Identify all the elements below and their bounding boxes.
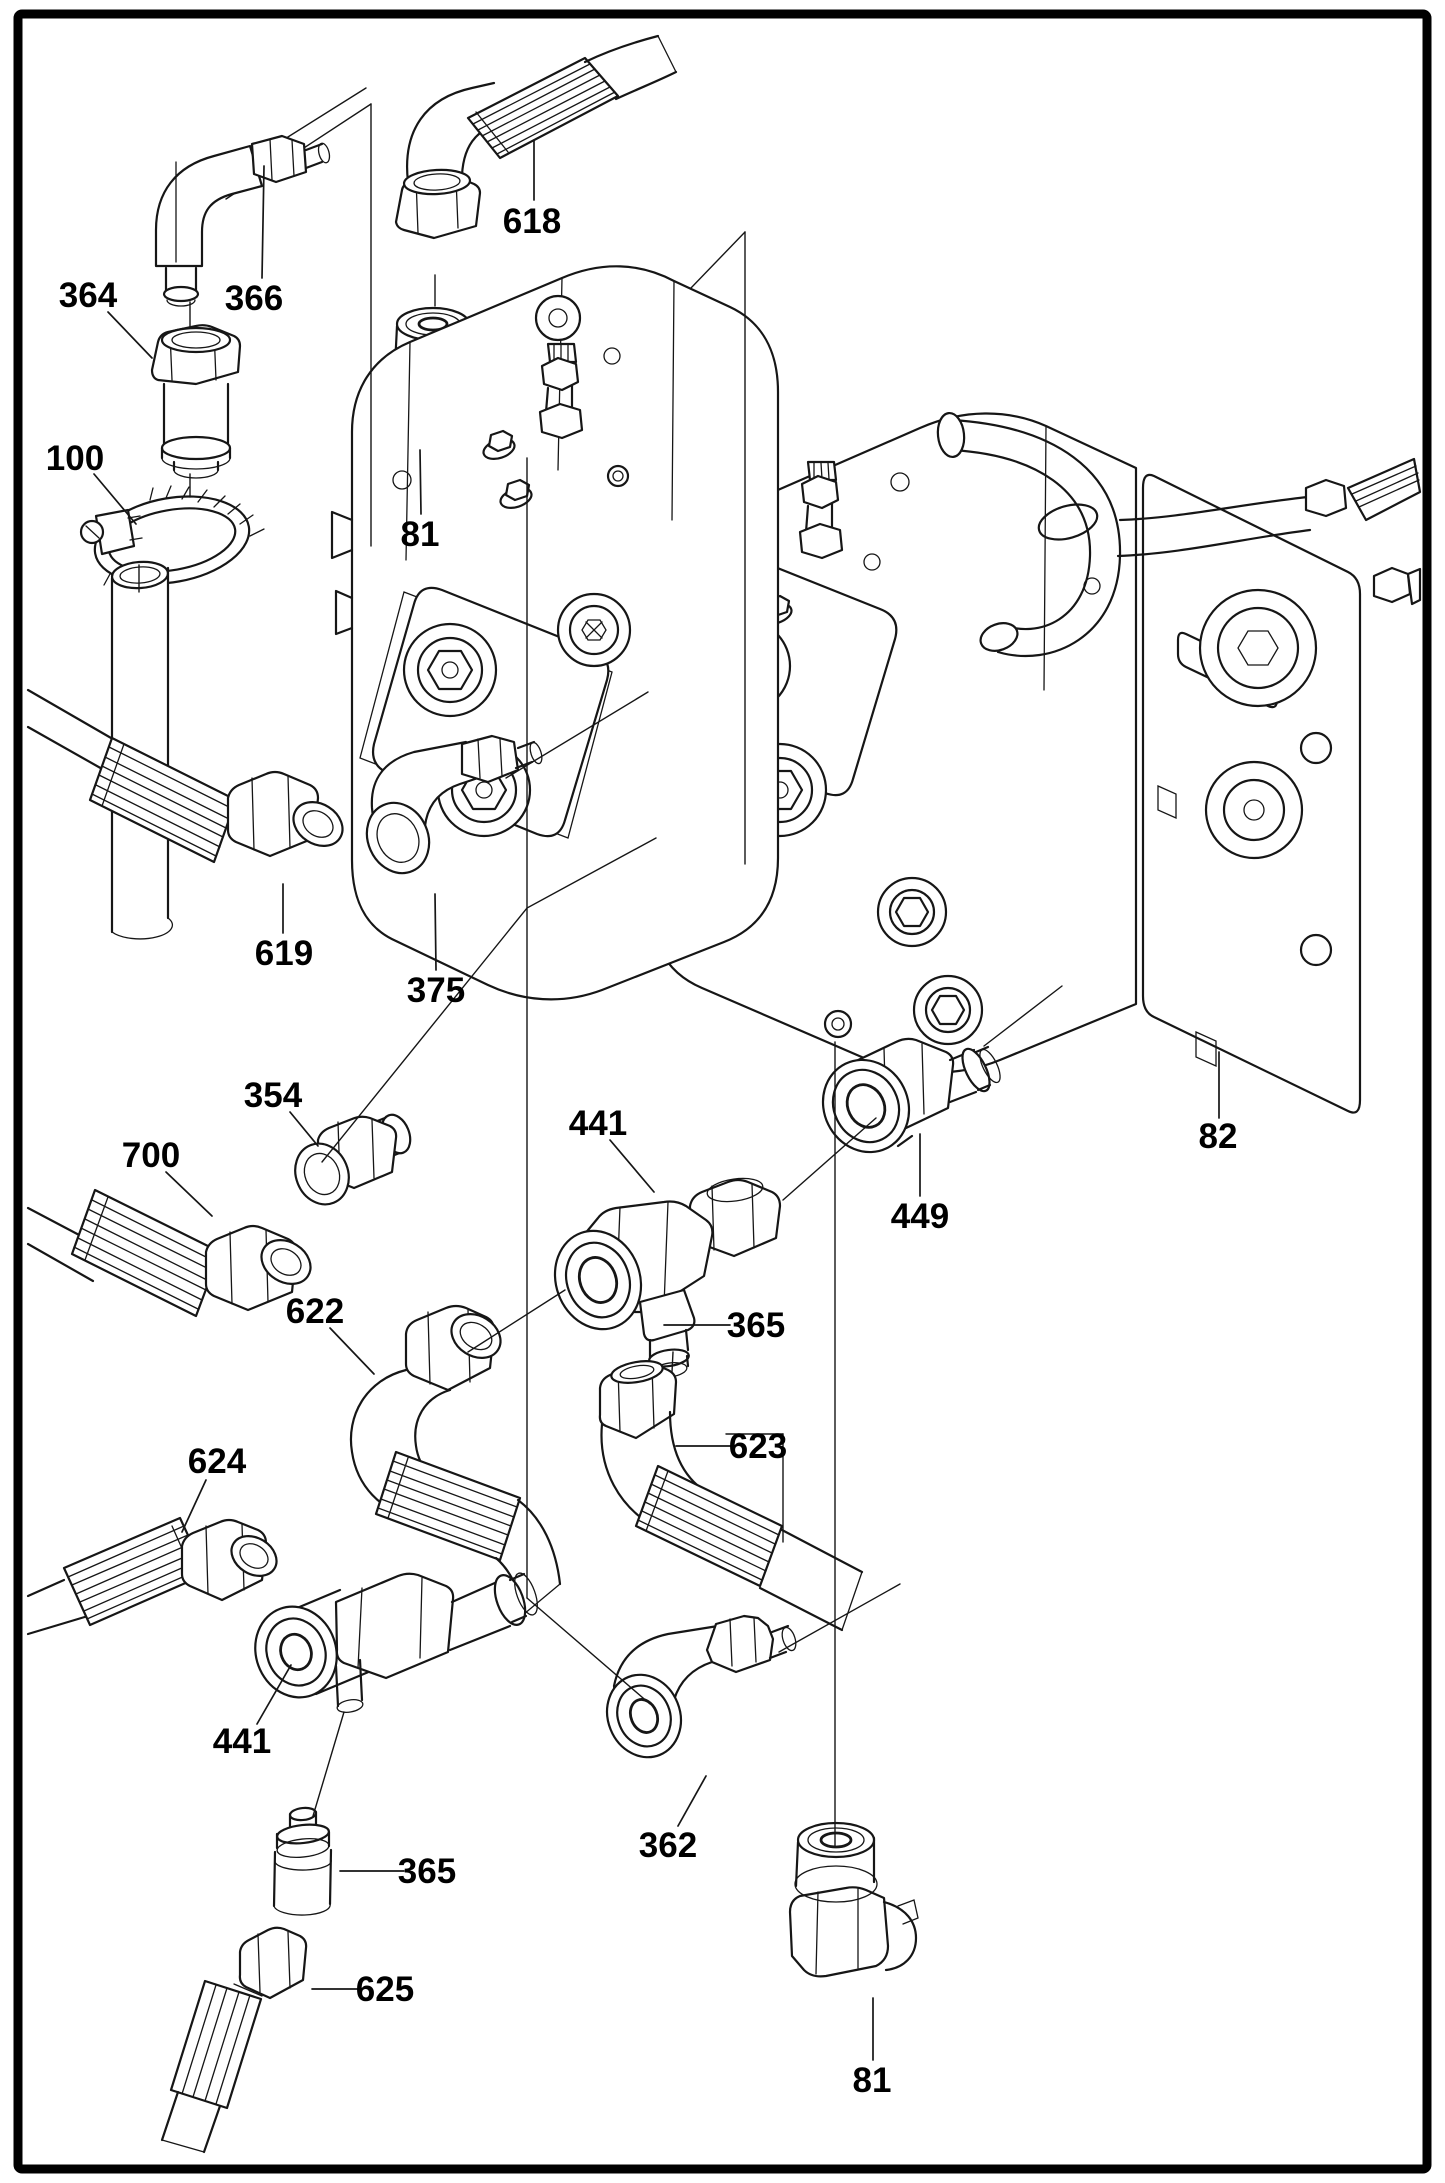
construction-line-axis-362-to-pump	[778, 1583, 901, 1653]
construction-line-frame-mid-bottom	[526, 1597, 651, 1705]
part-623-hose-elbow	[598, 1360, 864, 1632]
part-700-hose-end	[26, 1188, 312, 1318]
part-pipe-tube	[110, 560, 174, 940]
part-618-hose-elbow	[394, 34, 678, 240]
part-624-hose-end	[26, 1516, 278, 1636]
construction-line-axis-441-to-pump	[782, 1117, 877, 1201]
part-label-365-tee: 365	[727, 1306, 785, 1345]
leader-line-622	[329, 1327, 375, 1375]
leader-line-100	[93, 473, 137, 525]
leader-line-700	[165, 1171, 213, 1217]
part-label-623: 623	[729, 1427, 787, 1466]
part-label-622: 622	[286, 1292, 344, 1331]
leader-line-354	[289, 1111, 319, 1147]
leader-line-362	[677, 1775, 707, 1827]
leader-line-441-inline	[256, 1664, 292, 1725]
part-365-lower-nipple	[272, 1806, 333, 1916]
part-label-624: 624	[188, 1442, 247, 1481]
part-375-elbow-fitting	[365, 734, 543, 875]
part-354-union-fitting	[294, 1113, 412, 1206]
labels-layer: 364 366 618 100 81 619 375 354 700 441 449 82 622 365…	[46, 139, 1238, 2100]
construction-line-centerline-tee-623	[671, 1351, 674, 1373]
part-label-364: 364	[59, 276, 118, 315]
part-label-618: 618	[503, 202, 561, 241]
part-label-619: 619	[255, 934, 313, 973]
leader-line-441-tee	[609, 1139, 655, 1193]
leader-line-366	[261, 165, 265, 279]
part-label-441-inline: 441	[213, 1722, 271, 1761]
pump-assembly	[330, 265, 1422, 1114]
part-625-hose-end	[160, 1926, 308, 2154]
part-label-625: 625	[356, 1970, 414, 2009]
leader-line-364	[107, 311, 153, 359]
part-622-hose-elbow	[349, 1304, 562, 1616]
construction-line-axis-449-to-pump	[983, 985, 1063, 1047]
part-label-82: 82	[1199, 1117, 1238, 1156]
part-label-375: 375	[407, 971, 465, 1010]
part-label-700: 700	[122, 1136, 180, 1175]
part-label-441-tee: 441	[569, 1104, 627, 1143]
part-362-elbow-fitting	[605, 1614, 797, 1759]
part-label-81-bottom: 81	[853, 2061, 892, 2100]
front-pump-unit	[330, 265, 780, 1001]
construction-line-axis-375-to-pump	[505, 691, 649, 779]
part-label-365-lower: 365	[398, 1852, 456, 1891]
construction-line-axis-354-to-pump	[321, 837, 657, 1163]
part-100-hose-clamp	[79, 485, 265, 597]
leader-line-624	[181, 1479, 207, 1533]
part-label-366: 366	[225, 279, 283, 318]
part-label-81-top: 81	[401, 515, 440, 554]
part-81-bottom-elbow-fitting	[788, 1821, 919, 1978]
part-365-tee-nipple	[638, 1288, 696, 1342]
leader-line-375	[434, 893, 437, 971]
part-449-union-fitting	[821, 1037, 1001, 1154]
part-441-tee-fitting	[553, 1177, 782, 1378]
part-label-449: 449	[891, 1197, 949, 1236]
part-label-362: 362	[639, 1826, 697, 1865]
construction-line-axis-tee-to-622	[467, 1289, 566, 1353]
construction-over-layer	[138, 103, 1063, 1847]
part-label-354: 354	[244, 1076, 303, 1115]
page-border	[13, 9, 1432, 2174]
part-364-adapter-fitting	[150, 324, 242, 479]
construction-line-axis-441b-to-365	[312, 1711, 345, 1817]
part-619-hose-end	[26, 688, 344, 864]
part-label-100: 100	[46, 439, 104, 478]
part-441-inline-fitting	[254, 1572, 538, 1713]
part-366-elbow-fitting	[154, 134, 331, 307]
leader-line-81-top	[419, 449, 422, 515]
